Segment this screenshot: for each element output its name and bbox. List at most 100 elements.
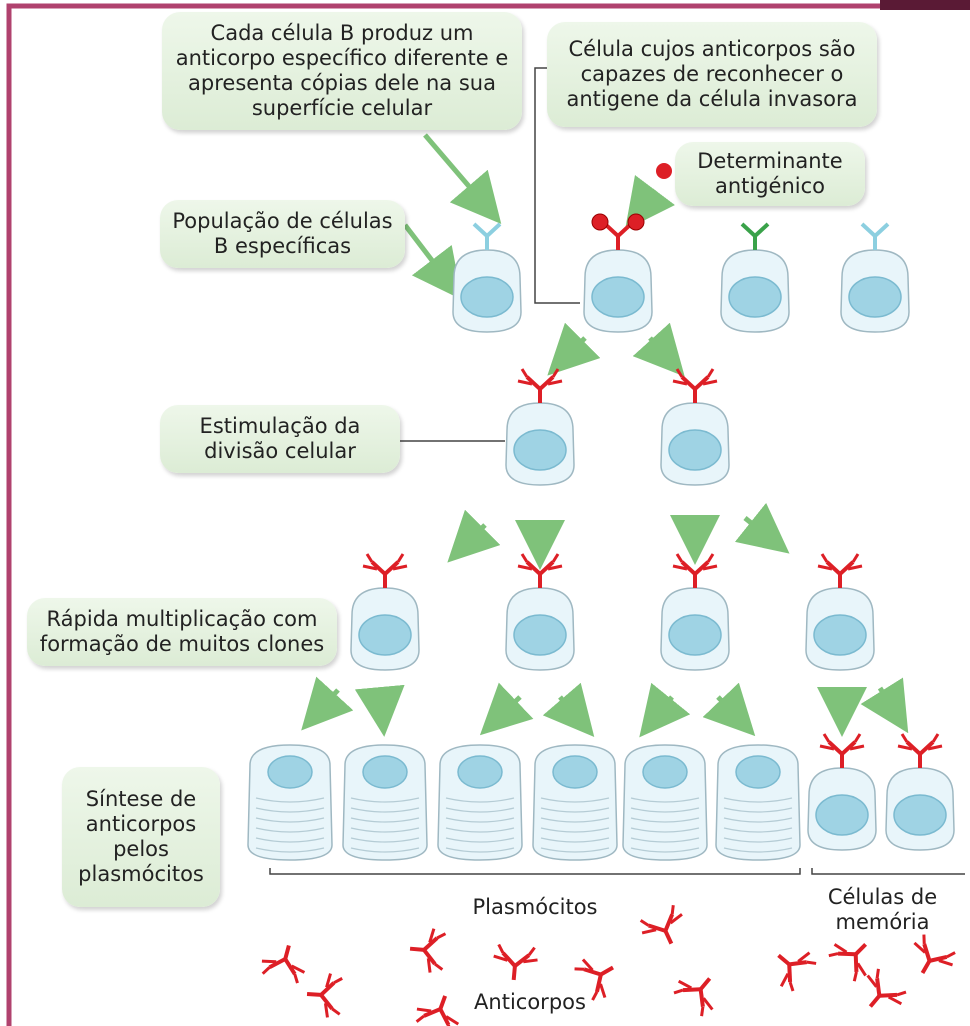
- arrow: [447, 509, 501, 563]
- endoplasmic-reticulum: [723, 807, 793, 813]
- free-antibody: [639, 904, 683, 945]
- cell-nucleus: [893, 794, 947, 836]
- arrow: [547, 322, 601, 376]
- plasmocyte-nucleus: [457, 755, 503, 789]
- endoplasmic-reticulum: [630, 797, 700, 803]
- endoplasmic-reticulum: [255, 817, 325, 823]
- free-antigen: [656, 163, 672, 179]
- arrow: [702, 682, 756, 737]
- plasmocytes-bracket: [269, 868, 801, 875]
- cell-nucleus: [591, 276, 645, 318]
- antibody-receptor: [828, 942, 868, 982]
- plasmocyte: [622, 744, 708, 861]
- antibody-receptor: [860, 222, 890, 250]
- label-each-b-cell: Cada célula B produz um anticorpo especí…: [162, 12, 522, 130]
- free-antibodies-group: [261, 904, 956, 1026]
- arrow: [632, 322, 685, 377]
- cell-nucleus: [668, 429, 722, 471]
- antibody-receptor: [306, 973, 343, 1018]
- endoplasmic-reticulum: [255, 827, 325, 833]
- arrow: [423, 133, 502, 224]
- border-frame: [6, 3, 970, 1026]
- label-antibody-synthesis-text: Síntese de anticorpos pelos plasmócitos: [78, 787, 204, 886]
- endoplasmic-reticulum: [445, 837, 515, 843]
- cell-nucleus: [513, 429, 567, 471]
- arrow: [860, 677, 909, 734]
- endoplasmic-reticulum: [540, 837, 610, 843]
- arrow: [479, 682, 534, 736]
- endoplasmic-reticulum: [540, 797, 610, 803]
- memory-bracket: [811, 868, 965, 875]
- label-memory-cells-text: Células de memória: [827, 885, 938, 934]
- endoplasmic-reticulum: [540, 847, 610, 853]
- antibody-receptor: [472, 222, 502, 250]
- arrows-group: [301, 133, 909, 738]
- endoplasmic-reticulum: [723, 837, 793, 843]
- b-cell-population-4: [840, 222, 910, 333]
- clone-cell: [505, 553, 575, 671]
- label-antibodies-text: Anticorpos: [474, 990, 586, 1014]
- b-cell-recognizer: [583, 213, 653, 333]
- plasmocyte-nucleus: [642, 755, 688, 789]
- endoplasmic-reticulum: [445, 817, 515, 823]
- endoplasmic-reticulum: [540, 807, 610, 813]
- endoplasmic-reticulum: [630, 817, 700, 823]
- label-memory-cells: Células de memória: [815, 885, 950, 935]
- antibody-receptor: [672, 368, 718, 403]
- arrow: [625, 175, 675, 230]
- plasmocyte: [342, 744, 428, 861]
- antibody-receptor: [819, 733, 865, 768]
- label-recognizing-cell: Célula cujos anticorpos são capazes de r…: [547, 22, 877, 127]
- arrow: [734, 502, 790, 554]
- endoplasmic-reticulum: [630, 827, 700, 833]
- antibody-receptor: [866, 968, 907, 1008]
- antibody-receptor: [574, 958, 614, 1001]
- antibody-receptor: [261, 944, 306, 984]
- label-antibodies: Anticorpos: [460, 990, 600, 1015]
- memory-cell: [807, 733, 877, 851]
- label-antigenic-determinant-text: Determinante antigénico: [697, 149, 843, 198]
- label-b-cell-population: População de células B específicas: [160, 200, 405, 268]
- endoplasmic-reticulum: [350, 797, 420, 803]
- cell-nucleus: [358, 614, 412, 656]
- arrow: [301, 676, 354, 731]
- label-stimulation: Estimulação da divisão celular: [160, 405, 400, 473]
- antibody-receptor: [362, 553, 408, 588]
- plasmocyte-nucleus: [552, 755, 598, 789]
- antibody-receptor: [897, 733, 943, 768]
- plasmocyte: [715, 744, 801, 861]
- antibody-receptor: [517, 368, 563, 403]
- label-stimulation-text: Estimulação da divisão celular: [199, 414, 361, 463]
- b-cell-population-1: [452, 222, 522, 333]
- endoplasmic-reticulum: [630, 837, 700, 843]
- endoplasmic-reticulum: [350, 847, 420, 853]
- antibody-receptor: [517, 553, 563, 588]
- endoplasmic-reticulum: [445, 827, 515, 833]
- arrow: [403, 223, 463, 300]
- label-plasmocytes: Plasmócitos: [450, 895, 620, 920]
- antibody-receptor: [672, 553, 718, 588]
- cell-nucleus: [460, 276, 514, 318]
- corner-tab: [880, 0, 970, 10]
- cell-nucleus: [813, 614, 867, 656]
- cell-nucleus: [848, 276, 902, 318]
- b-cell-population-3: [720, 222, 790, 333]
- plasmocyte: [532, 744, 618, 861]
- endoplasmic-reticulum: [445, 797, 515, 803]
- free-antibody: [828, 942, 868, 982]
- antibody-receptor: [409, 928, 447, 973]
- label-antigenic-determinant: Determinante antigénico: [675, 142, 865, 206]
- endoplasmic-reticulum: [350, 807, 420, 813]
- endoplasmic-reticulum: [723, 797, 793, 803]
- plasmocyte-nucleus: [267, 755, 313, 789]
- antibody-receptor: [639, 904, 683, 945]
- endoplasmic-reticulum: [255, 807, 325, 813]
- endoplasmic-reticulum: [255, 797, 325, 803]
- bound-antigen: [591, 213, 609, 231]
- endoplasmic-reticulum: [350, 837, 420, 843]
- endoplasmic-reticulum: [445, 807, 515, 813]
- plasmocyte-nucleus: [735, 755, 781, 789]
- cell-nucleus: [668, 614, 722, 656]
